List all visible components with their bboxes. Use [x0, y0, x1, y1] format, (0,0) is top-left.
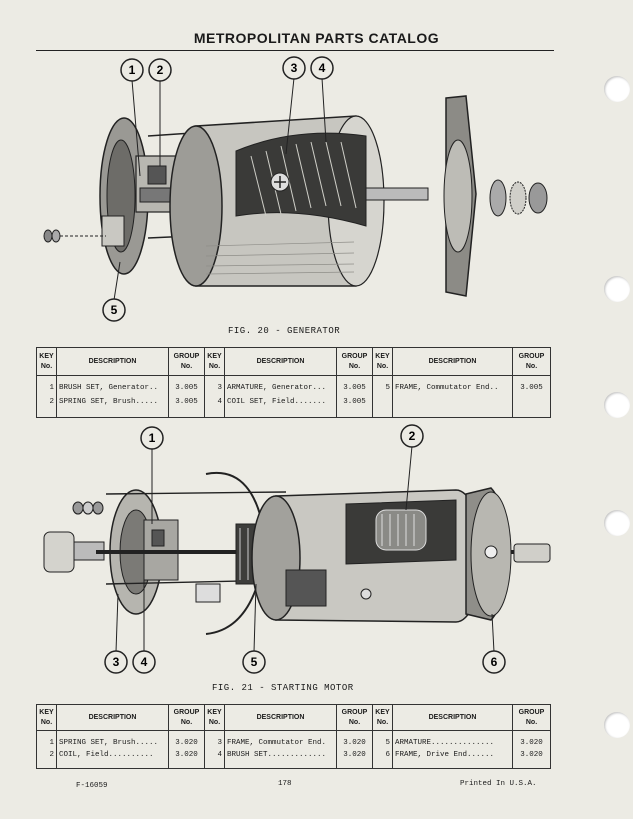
motor-callout-3: 3 [113, 655, 120, 669]
fig21-caption: FIG. 21 - STARTING MOTOR [212, 683, 354, 693]
motor-callout-6: 6 [491, 655, 498, 669]
gen-header-desc-2: DESCRIPTION [224, 347, 337, 376]
table-row: 2 COIL, Field.......... 3.020 4 BRUSH SE… [36, 750, 551, 769]
title-rule [36, 50, 554, 51]
gen-header-desc-1: DESCRIPTION [56, 347, 169, 376]
motor-header-desc-2: DESCRIPTION [224, 704, 337, 731]
armature-shaft [365, 187, 429, 201]
gen-callout-5: 5 [111, 303, 118, 317]
page-title: METROPOLITAN PARTS CATALOG [193, 30, 440, 46]
punch-hole-lower [604, 510, 630, 536]
fig20-caption: FIG. 20 - GENERATOR [228, 326, 341, 336]
footer-page-number: 178 [278, 780, 292, 788]
table-row: 1 SPRING SET, Brush..... 3.020 3 FRAME, … [36, 730, 551, 751]
punch-hole-top [604, 76, 630, 102]
footer-printed-in: Printed In U.S.A. [460, 780, 537, 788]
motor-header-desc-3: DESCRIPTION [392, 704, 513, 731]
gen-callout-4: 4 [319, 61, 326, 75]
gen-callout-1: 1 [129, 63, 136, 77]
gen-callout-3: 3 [291, 61, 298, 75]
gen-callout-2: 2 [157, 63, 164, 77]
table-row: 2 SPRING SET, Brush..... 3.005 4 COIL SE… [36, 397, 551, 418]
starting-motor-illustration: 1 2 3 4 5 6 [43, 424, 551, 674]
punch-hole-middle [604, 392, 630, 418]
motor-header-desc-1: DESCRIPTION [56, 704, 169, 731]
motor-callout-2: 2 [409, 429, 416, 443]
punch-hole-bottom [604, 712, 630, 738]
motor-callout-5: 5 [251, 655, 258, 669]
table-row: 1 BRUSH SET, Generator.. 3.005 3 ARMATUR… [36, 375, 551, 398]
footer-part-number: F-16059 [76, 782, 108, 790]
punch-hole-upper [604, 276, 630, 302]
armature-cutaway [235, 132, 367, 227]
motor-callout-1: 1 [149, 431, 156, 445]
gen-header-desc-3: DESCRIPTION [392, 347, 513, 376]
motor-callout-4: 4 [141, 655, 148, 669]
generator-illustration: 1 2 3 4 5 [43, 56, 548, 322]
